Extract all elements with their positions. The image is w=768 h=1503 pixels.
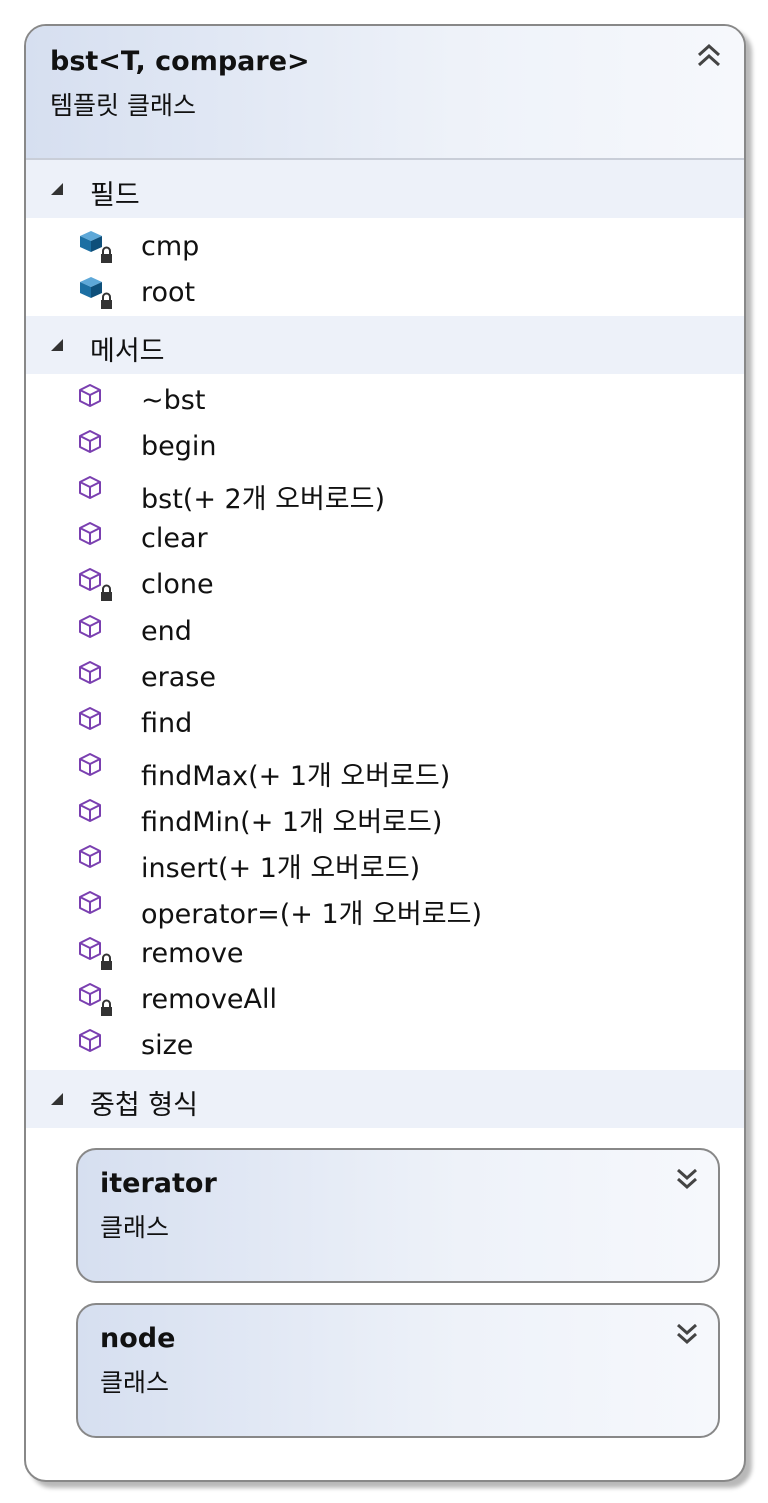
method-item[interactable]: begin	[26, 424, 744, 470]
class-header[interactable]: bst<T, compare> 템플릿 클래스	[26, 26, 744, 160]
nested-class-name: node	[100, 1323, 176, 1354]
public-method-icon	[79, 845, 101, 868]
public-method-icon	[79, 661, 101, 684]
nested-class-node[interactable]: node 클래스	[76, 1303, 720, 1438]
method-item[interactable]: clone	[26, 562, 744, 608]
private-method-icon	[79, 983, 112, 1016]
nested-class-kind: 클래스	[100, 1368, 170, 1397]
double-chevron-up-icon[interactable]	[692, 38, 726, 72]
method-name: remove	[141, 938, 244, 969]
method-item[interactable]: remove	[26, 931, 744, 977]
public-method-icon	[79, 615, 101, 638]
public-method-icon	[79, 522, 101, 545]
method-name: insert(+ 1개 오버로드)	[141, 853, 421, 884]
nested-class-iterator[interactable]: iterator 클래스	[76, 1148, 720, 1283]
public-method-icon	[79, 753, 101, 776]
field-name: cmp	[141, 231, 200, 262]
public-method-icon	[79, 707, 101, 730]
class-diagram-card: bst<T, compare> 템플릿 클래스 필드 cmp	[24, 24, 746, 1482]
collapse-triangle-icon[interactable]	[50, 338, 64, 352]
method-item[interactable]: clear	[26, 516, 744, 562]
method-item[interactable]: size	[26, 1023, 744, 1069]
public-method-icon	[79, 476, 101, 499]
nested-class-kind: 클래스	[100, 1213, 170, 1242]
method-name: bst(+ 2개 오버로드)	[141, 484, 386, 515]
collapse-triangle-icon[interactable]	[50, 182, 64, 196]
method-item[interactable]: erase	[26, 655, 744, 701]
method-name: end	[141, 616, 192, 647]
method-item[interactable]: operator=(+ 1개 오버로드)	[26, 885, 744, 931]
method-name: removeAll	[141, 984, 278, 1015]
class-name: bst<T, compare>	[50, 46, 310, 77]
method-name: ~bst	[141, 385, 206, 416]
public-method-icon	[79, 384, 101, 407]
method-name: findMin(+ 1개 오버로드)	[141, 807, 443, 838]
method-item[interactable]: findMax(+ 1개 오버로드)	[26, 747, 744, 793]
fields-section-title: 필드	[90, 180, 140, 211]
method-item[interactable]: removeAll	[26, 977, 744, 1023]
method-name: clone	[141, 569, 214, 600]
private-field-icon	[80, 277, 112, 309]
collapse-triangle-icon[interactable]	[50, 1092, 64, 1106]
method-item[interactable]: insert(+ 1개 오버로드)	[26, 839, 744, 885]
double-chevron-down-icon[interactable]	[672, 1319, 702, 1349]
public-method-icon	[79, 430, 101, 453]
method-name: erase	[141, 662, 216, 693]
method-item[interactable]: ~bst	[26, 378, 744, 424]
method-item[interactable]: find	[26, 701, 744, 747]
methods-section-title: 메서드	[90, 336, 165, 367]
field-name: root	[141, 277, 196, 308]
field-item[interactable]: root	[26, 270, 744, 316]
nested-class-name: iterator	[100, 1168, 217, 1199]
field-item[interactable]: cmp	[26, 224, 744, 270]
public-method-icon	[79, 799, 101, 822]
private-method-icon	[79, 937, 112, 970]
double-chevron-down-icon[interactable]	[672, 1164, 702, 1194]
private-field-icon	[80, 231, 112, 263]
method-item[interactable]: end	[26, 609, 744, 655]
fields-section-header[interactable]: 필드	[26, 160, 744, 218]
method-name: operator=(+ 1개 오버로드)	[141, 899, 482, 930]
method-name: findMax(+ 1개 오버로드)	[141, 761, 451, 792]
private-method-icon	[79, 568, 112, 601]
method-name: find	[141, 708, 193, 739]
method-name: size	[141, 1030, 194, 1061]
public-method-icon	[79, 1029, 101, 1052]
method-item[interactable]: findMin(+ 1개 오버로드)	[26, 793, 744, 839]
class-kind: 템플릿 클래스	[50, 91, 196, 120]
nested-types-section-title: 중첩 형식	[90, 1090, 198, 1121]
methods-section-header[interactable]: 메서드	[26, 316, 744, 374]
public-method-icon	[79, 891, 101, 914]
method-name: clear	[141, 523, 208, 554]
nested-types-section-header[interactable]: 중첩 형식	[26, 1070, 744, 1128]
method-name: begin	[141, 431, 217, 462]
method-item[interactable]: bst(+ 2개 오버로드)	[26, 470, 744, 516]
